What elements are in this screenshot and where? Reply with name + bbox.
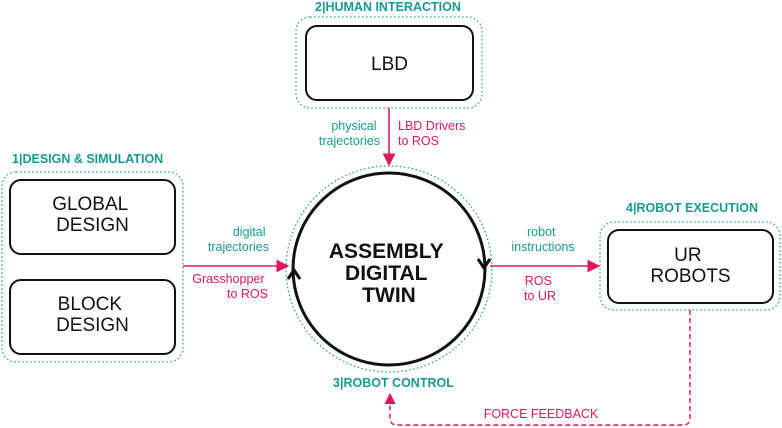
edge-lbd-data-label: physical trajectories — [319, 119, 380, 148]
node-global-design-line-2: DESIGN — [56, 215, 129, 236]
core-digital-twin-label: ASSEMBLY DIGITAL TWIN — [329, 240, 449, 307]
edge-robots-driver-label: ROS to UR — [524, 274, 556, 303]
node-global-design-label: GLOBAL DESIGN — [52, 194, 133, 236]
core-label-line-2: DIGITAL — [345, 262, 428, 285]
edge-lbd-data-line-1: physical — [331, 119, 376, 133]
edge-lbd-driver-line-2: to ROS — [398, 134, 439, 148]
group-title-human-interaction: 2|HUMAN INTERACTION — [315, 0, 461, 14]
node-block-design — [9, 279, 176, 355]
edge-robots-driver-line-1: ROS — [525, 274, 552, 288]
group-title-robot-execution: 4|ROBOT EXECUTION — [626, 201, 758, 215]
core-label-line-3: TWIN — [362, 284, 416, 307]
edge-lbd-data-line-2: trajectories — [319, 134, 380, 148]
node-global-design — [9, 179, 176, 255]
core-label-line-1: ASSEMBLY — [329, 240, 444, 263]
group-frame-robot-execution — [599, 221, 781, 311]
node-ur-robots — [607, 229, 774, 304]
edge-robots-data-line-2: instructions — [511, 240, 574, 254]
cycle-arrowhead-left — [286, 267, 302, 280]
edge-design-data-line-1: digital — [233, 225, 266, 239]
node-ur-robots-line-1: UR — [674, 245, 701, 266]
edge-design-driver-label: Grasshopper to ROS — [192, 272, 268, 301]
edge-robots-data-line-1: robot — [527, 225, 556, 239]
group-frame-design-simulation — [1, 171, 184, 363]
edge-force-feedback-label: FORCE FEEDBACK — [484, 407, 599, 421]
edge-lbd-driver-label: LBD Drivers to ROS — [398, 119, 469, 148]
node-lbd — [305, 25, 474, 101]
edge-design-data-label: digital trajectories — [208, 225, 269, 254]
edge-robots-driver-line-2: to UR — [524, 289, 556, 303]
group-title-robot-control: 3|ROBOT CONTROL — [333, 376, 454, 390]
edge-robots-data-label: robot instructions — [511, 225, 574, 254]
node-block-design-label: BLOCK DESIGN — [56, 294, 129, 336]
group-title-design-simulation: 1|DESIGN & SIMULATION — [12, 152, 163, 166]
node-ur-robots-line-2: ROBOTS — [650, 266, 730, 287]
edge-design-data-line-2: trajectories — [208, 240, 269, 254]
cycle-arrowhead-right — [476, 258, 492, 271]
node-block-design-line-1: BLOCK — [58, 294, 123, 315]
edge-lbd-driver-line-1: LBD Drivers — [398, 119, 465, 133]
node-ur-robots-label: UR ROBOTS — [650, 245, 730, 287]
edge-design-driver-line-1: Grasshopper — [192, 272, 264, 286]
edge-design-driver-line-2: to ROS — [227, 287, 268, 301]
group-frame-human-interaction — [295, 16, 483, 109]
node-block-design-line-2: DESIGN — [56, 315, 129, 336]
node-lbd-label: LBD — [371, 54, 408, 75]
node-global-design-line-1: GLOBAL — [52, 194, 127, 215]
